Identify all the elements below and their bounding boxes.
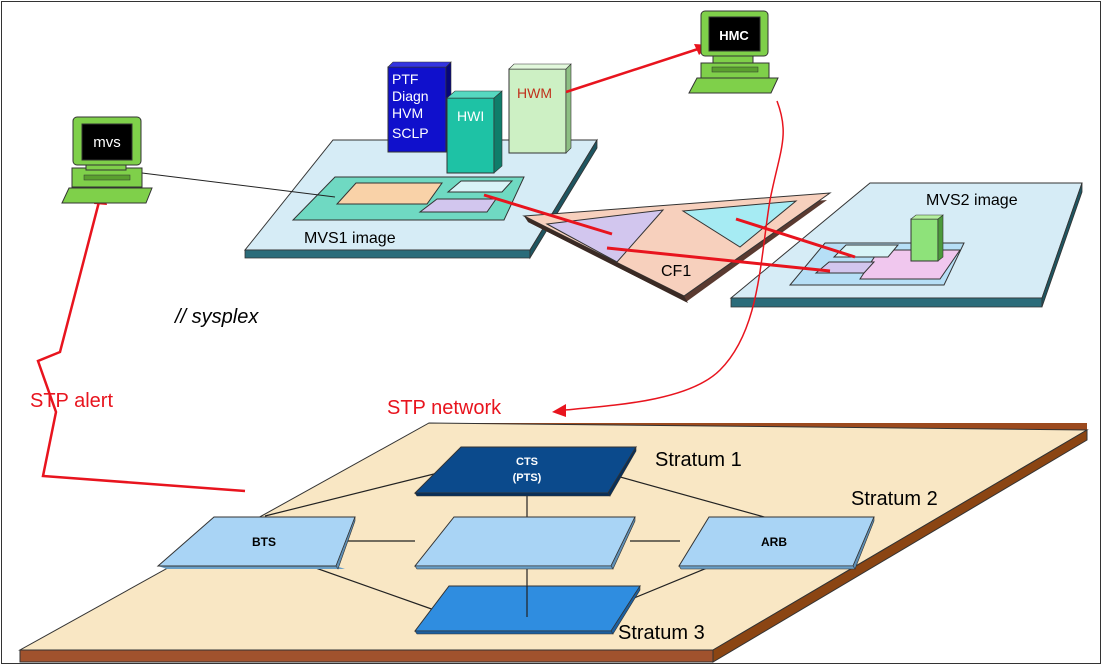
stp-links xyxy=(264,469,776,615)
red-signal-links xyxy=(483,193,856,273)
hwm-block xyxy=(508,63,572,154)
stp-network-label: STP network xyxy=(387,397,502,419)
hvm-label: HVM xyxy=(392,105,423,121)
sysplex-label: // sysplex xyxy=(173,306,259,328)
mvs1-image-label: MVS1 image xyxy=(304,230,396,247)
stratum1-label: Stratum 1 xyxy=(655,449,742,471)
hwi-label: HWI xyxy=(457,108,484,124)
mvs-screen-label: mvs xyxy=(93,134,121,151)
bts-label: BTS xyxy=(252,535,276,549)
sclp-label: SCLP xyxy=(392,125,429,141)
stratum3-label: Stratum 3 xyxy=(618,622,705,644)
mvs2-image-label: MVS2 image xyxy=(926,192,1018,209)
bts-server-plate xyxy=(156,516,356,570)
cf1-label: CF1 xyxy=(661,263,691,280)
mvs-console-link xyxy=(141,172,336,198)
stratum2-center-plate xyxy=(413,516,636,570)
arb-label: ARB xyxy=(761,535,787,549)
hmc-to-stp-network-link xyxy=(552,100,784,417)
hwm-label: HWM xyxy=(517,85,552,101)
cts-server-plate xyxy=(413,445,637,497)
hmc-terminal[interactable] xyxy=(688,10,779,94)
arb-server-plate xyxy=(678,516,875,570)
pts-label: (PTS) xyxy=(513,472,542,484)
ptf-label: PTF xyxy=(392,71,418,87)
stp-alert-label: STP alert xyxy=(30,390,113,412)
hmc-screen-label: HMC xyxy=(719,28,749,43)
stratum2-label: Stratum 2 xyxy=(851,488,938,510)
hwi-block xyxy=(446,90,503,174)
mvs-console-terminal[interactable] xyxy=(61,116,153,204)
diagn-label: Diagn xyxy=(392,88,429,104)
cts-label: CTS xyxy=(516,456,538,468)
